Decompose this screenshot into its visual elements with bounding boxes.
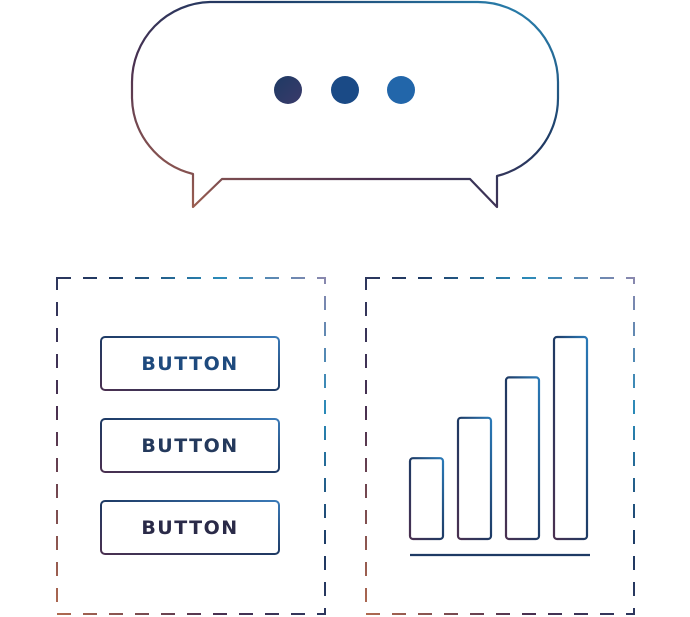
bar-chart-icon xyxy=(408,335,589,541)
typing-dots xyxy=(274,76,415,104)
buttons-panel-border xyxy=(56,277,326,615)
button-3-label: BUTTON xyxy=(141,517,238,539)
typing-dot-2 xyxy=(331,76,359,104)
typing-dot-3 xyxy=(387,76,415,104)
button-2-label: BUTTON xyxy=(141,435,238,457)
buttons-panel: BUTTON BUTTON BUTTON xyxy=(56,277,326,615)
speech-bubble-outline xyxy=(130,0,560,209)
button-1[interactable]: BUTTON xyxy=(100,336,280,391)
button-2[interactable]: BUTTON xyxy=(100,418,280,473)
chart-bar-1 xyxy=(408,457,445,541)
button-3[interactable]: BUTTON xyxy=(100,500,280,555)
chart-panel xyxy=(365,277,635,615)
chat-bubble-icon xyxy=(130,0,560,209)
chart-bar-2 xyxy=(456,416,493,541)
chart-bar-3 xyxy=(504,376,541,541)
chart-bar-4 xyxy=(552,335,589,541)
typing-dot-1 xyxy=(274,76,302,104)
button-1-label: BUTTON xyxy=(141,353,238,375)
chart-panel-border xyxy=(365,277,635,615)
